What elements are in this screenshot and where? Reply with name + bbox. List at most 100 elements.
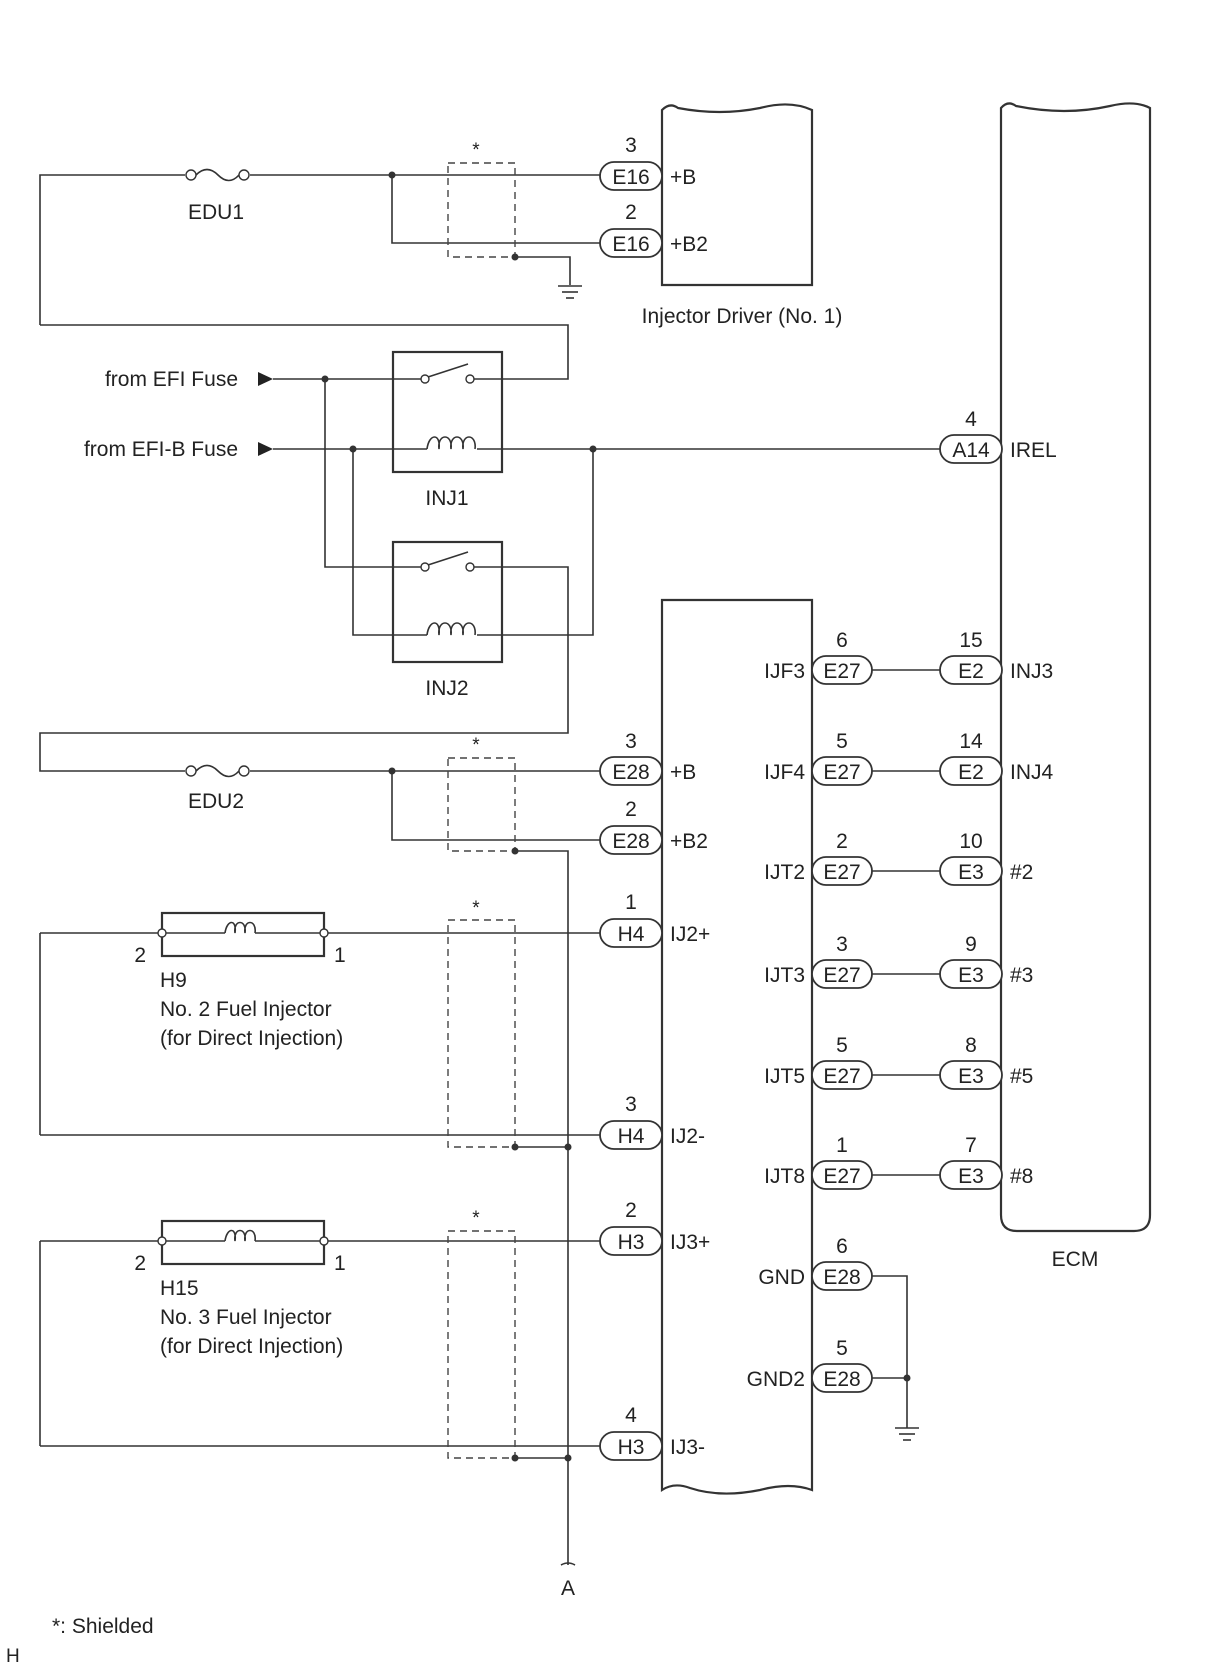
shield-mark: *: [472, 898, 480, 919]
svg-text:IJT2: IJT2: [764, 861, 805, 884]
svg-text:E27: E27: [823, 1065, 860, 1088]
h15-pin-left: 2: [134, 1252, 146, 1275]
connector-e27-ijf4: E27 5 IJF4: [764, 730, 873, 786]
connector-e16-b2: E16 2 +B2: [599, 201, 708, 258]
connector-e27-ijt3: E27 3 IJT3: [764, 933, 873, 989]
connector-e2-inj3: E2 15 INJ3: [939, 629, 1053, 685]
svg-text:E28: E28: [823, 1266, 860, 1289]
connector-h4-ij2-plus: H4 1 IJ2+: [599, 891, 710, 948]
svg-text:E28: E28: [612, 830, 649, 853]
svg-text:IJ3+: IJ3+: [670, 1231, 710, 1254]
svg-text:3: 3: [836, 933, 848, 956]
svg-text:1: 1: [625, 891, 637, 914]
fuse-edu2: [185, 764, 250, 778]
ref-a-label: A: [561, 1577, 575, 1600]
connector-e27-ijt2: E27 2 IJT2: [764, 830, 873, 886]
h9-code: H9: [160, 969, 187, 992]
svg-text:IJ3-: IJ3-: [670, 1436, 705, 1459]
connector-e3-2: E3 10 #2: [939, 830, 1033, 886]
svg-text:E3: E3: [958, 1165, 984, 1188]
svg-text:E3: E3: [958, 964, 984, 987]
svg-text:4: 4: [965, 408, 977, 431]
svg-text:H3: H3: [618, 1231, 645, 1254]
svg-text:+B: +B: [670, 166, 696, 189]
connector-e27-ijt8: E27 1 IJT8: [764, 1134, 873, 1190]
connector-e27-ijf3: E27 6 IJF3: [764, 629, 873, 685]
fuel-injector-h15: [157, 1219, 329, 1266]
svg-text:E27: E27: [823, 1165, 860, 1188]
svg-text:INJ3: INJ3: [1010, 660, 1053, 683]
fuse-edu1-label: EDU1: [188, 201, 244, 224]
connector-h3-ij3-minus: H3 4 IJ3-: [599, 1404, 705, 1461]
svg-text:H3: H3: [618, 1436, 645, 1459]
svg-text:IJT5: IJT5: [764, 1065, 805, 1088]
svg-text:3: 3: [625, 1093, 637, 1116]
svg-text:H4: H4: [618, 923, 645, 946]
svg-text:6: 6: [836, 1235, 848, 1258]
svg-text:IJT3: IJT3: [764, 964, 805, 987]
svg-text:+B2: +B2: [670, 830, 708, 853]
svg-text:#2: #2: [1010, 861, 1033, 884]
svg-text:15: 15: [959, 629, 982, 652]
svg-text:3: 3: [625, 730, 637, 753]
svg-text:A14: A14: [952, 439, 990, 462]
ecm-label: ECM: [1052, 1248, 1099, 1271]
svg-text:8: 8: [965, 1034, 977, 1057]
svg-text:E27: E27: [823, 861, 860, 884]
svg-text:3: 3: [625, 134, 637, 157]
svg-text:E16: E16: [612, 233, 649, 256]
svg-text:2: 2: [836, 830, 848, 853]
connector-e28-gnd2: E28 5 GND2: [747, 1337, 873, 1393]
efi-b-fuse-source-label: from EFI-B Fuse: [84, 438, 238, 461]
relay-inj1: [391, 350, 504, 474]
footnote: *: Shielded: [52, 1615, 154, 1638]
shield-mark: *: [472, 1208, 480, 1229]
injector-driver-1-block: [660, 103, 814, 287]
svg-text:14: 14: [959, 730, 983, 753]
svg-text:E27: E27: [823, 761, 860, 784]
connector-h3-ij3-plus: H3 2 IJ3+: [599, 1199, 710, 1256]
svg-text:IJ2+: IJ2+: [670, 923, 710, 946]
svg-text:7: 7: [965, 1134, 977, 1157]
shield-mark: *: [472, 140, 480, 161]
svg-text:4: 4: [625, 1404, 637, 1427]
svg-text:2: 2: [625, 1199, 637, 1222]
svg-text:INJ4: INJ4: [1010, 761, 1054, 784]
svg-text:2: 2: [625, 798, 637, 821]
svg-text:E3: E3: [958, 1065, 984, 1088]
svg-text:E2: E2: [958, 660, 984, 683]
connector-a14-irel: A14 4 IREL: [939, 408, 1057, 464]
h15-pin-right: 1: [334, 1252, 346, 1275]
fuse-edu1: [185, 168, 250, 182]
svg-text:5: 5: [836, 730, 848, 753]
svg-text:E27: E27: [823, 964, 860, 987]
svg-text:10: 10: [959, 830, 982, 853]
svg-text:GND2: GND2: [747, 1368, 805, 1391]
svg-text:E2: E2: [958, 761, 984, 784]
connector-e3-8: E3 7 #8: [939, 1134, 1033, 1190]
svg-text:+B: +B: [670, 761, 696, 784]
ecm-block: [999, 102, 1152, 1233]
svg-text:E28: E28: [823, 1368, 860, 1391]
connector-h4-ij2-minus: H4 3 IJ2-: [599, 1093, 705, 1150]
relay-inj2-label: INJ2: [425, 677, 468, 700]
relay-inj2: [391, 540, 504, 664]
svg-text:IREL: IREL: [1010, 439, 1057, 462]
wires: [39, 174, 940, 1565]
h9-pin-right: 1: [334, 944, 346, 967]
svg-text:5: 5: [836, 1034, 848, 1057]
shields: [447, 162, 516, 1459]
svg-text:6: 6: [836, 629, 848, 652]
svg-text:1: 1: [836, 1134, 848, 1157]
svg-text:E3: E3: [958, 861, 984, 884]
svg-text:IJ2-: IJ2-: [670, 1125, 705, 1148]
svg-text:IJF3: IJF3: [764, 660, 805, 683]
connector-e28-gnd: E28 6 GND: [758, 1235, 873, 1291]
corner-label: H: [6, 1646, 20, 1667]
connector-e2-inj4: E2 14 INJ4: [939, 730, 1054, 786]
arrow-icon: [258, 372, 273, 456]
svg-text:2: 2: [625, 201, 637, 224]
connector-e27-ijt5: E27 5 IJT5: [764, 1034, 873, 1090]
svg-text:E28: E28: [612, 761, 649, 784]
svg-text:#3: #3: [1010, 964, 1033, 987]
